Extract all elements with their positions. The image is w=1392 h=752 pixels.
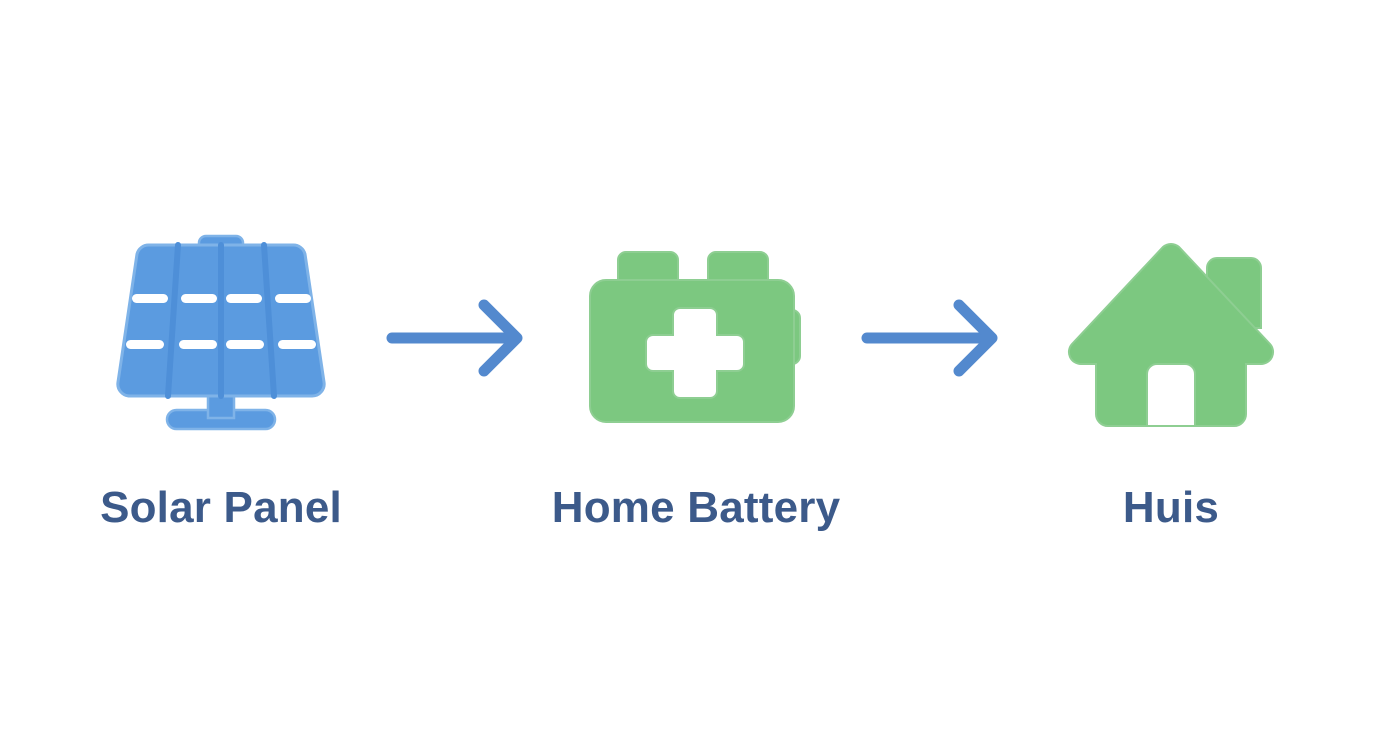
node-label-huis: Huis xyxy=(1122,483,1220,532)
solar-panel-cell-dash xyxy=(126,340,164,349)
connector-battery-to-huis xyxy=(846,222,1021,452)
solar-panel-cell-dash xyxy=(132,294,168,303)
solar-panel-cell-dash xyxy=(226,294,262,303)
node-huis[interactable]: Huis xyxy=(1021,222,1321,530)
battery-body-with-plus-cutout xyxy=(589,279,795,423)
solar-panel-cell-dash xyxy=(179,340,217,349)
solar-panel-divider-1 xyxy=(165,242,181,399)
node-label-home-battery: Home Battery xyxy=(551,483,841,532)
arrow-right-icon xyxy=(386,299,522,377)
house-icon xyxy=(1067,243,1275,427)
node-label-solar-panel: Solar Panel xyxy=(100,483,342,532)
battery-icon xyxy=(589,251,801,423)
solar-panel-icon-wrap xyxy=(105,222,337,452)
connector-solar-to-battery xyxy=(371,222,546,452)
battery-icon-wrap xyxy=(588,222,804,452)
node-home-battery[interactable]: Home Battery xyxy=(546,222,846,530)
arrow-right-icon xyxy=(861,299,997,377)
arrow-head xyxy=(953,299,997,377)
solar-panel-cell-dash xyxy=(181,294,217,303)
arrow-head xyxy=(478,299,522,377)
solar-panel-icon xyxy=(116,234,326,431)
solar-panel-cell-dash xyxy=(275,294,311,303)
solar-panel-cell-dash xyxy=(278,340,316,349)
solar-panel-cell-dash xyxy=(226,340,264,349)
house-icon-wrap xyxy=(1065,222,1277,452)
house-body-with-door-cutout xyxy=(1067,243,1275,427)
node-solar-panel[interactable]: Solar Panel xyxy=(71,222,371,530)
solar-panel-divider-3 xyxy=(261,242,277,399)
